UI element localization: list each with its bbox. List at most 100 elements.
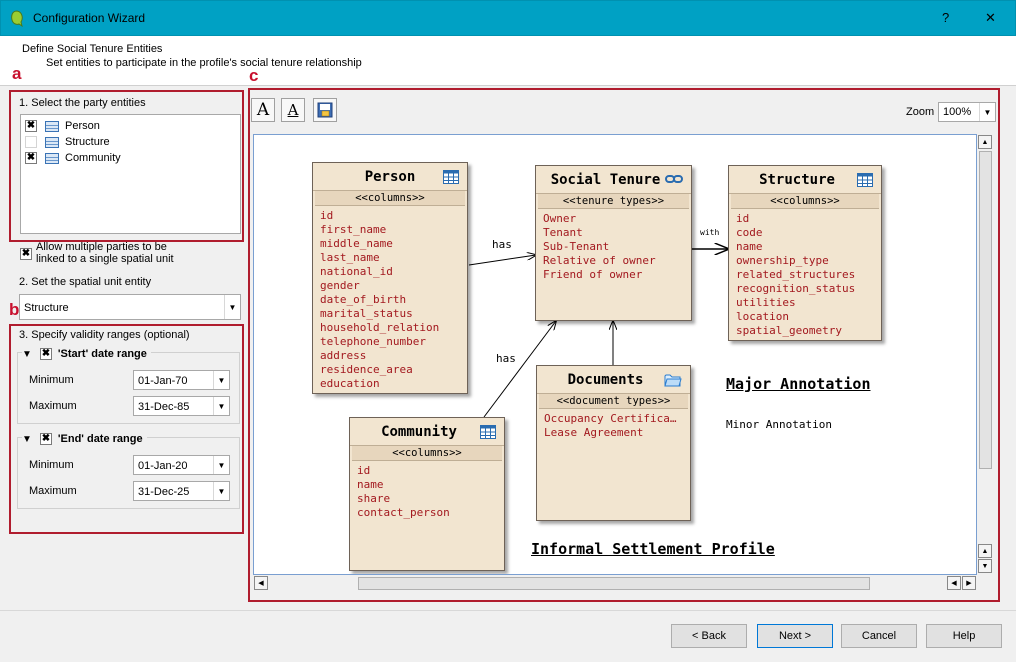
window-title: Configuration Wizard xyxy=(33,11,146,25)
entity-title: Community xyxy=(381,423,457,440)
entity-documents[interactable]: Documents <<document types>> Occupancy C… xyxy=(536,365,691,521)
entity-attribute: first_name xyxy=(320,223,387,236)
chevron-down-icon: ▼ xyxy=(224,295,240,319)
entity-attribute: Relative of owner xyxy=(543,254,656,267)
entity-stereotype: <<columns>> xyxy=(315,191,465,206)
chevron-down-icon: ▼ xyxy=(213,397,229,415)
entity-attribute: id xyxy=(736,212,750,225)
major-annotation[interactable]: Major Annotation xyxy=(726,375,871,393)
start-date-checkbox[interactable]: ✖ xyxy=(39,348,52,360)
annotation-box-a xyxy=(9,90,244,242)
add-major-annotation-button[interactable]: A xyxy=(251,98,275,122)
end-date-checkbox[interactable]: ✖ xyxy=(39,433,52,445)
start-date-group-header[interactable]: ▼ ✖ 'Start' date range xyxy=(22,348,151,360)
validity-section-label: 3. Specify validity ranges (optional) xyxy=(19,329,190,341)
scroll-down-icon[interactable]: ▼ xyxy=(978,559,992,573)
allow-multiple-parties-option[interactable]: ✖ Allow multiple parties to be linked to… xyxy=(20,241,186,265)
horizontal-scroll-thumb[interactable] xyxy=(358,577,870,590)
entity-title: Structure xyxy=(759,171,835,188)
has-label: has xyxy=(492,238,512,251)
spatial-unit-select[interactable]: Structure ▼ xyxy=(19,294,241,320)
scroll-left-icon[interactable]: ◀ xyxy=(254,576,268,590)
chevron-down-icon: ▼ xyxy=(213,482,229,500)
entity-attribute: id xyxy=(357,464,371,477)
party-item-community[interactable]: ✖ Community xyxy=(25,152,121,164)
entity-attribute: household_relation xyxy=(320,321,440,334)
annotation-box-b xyxy=(9,324,244,534)
party-item-person[interactable]: ✖ Person xyxy=(25,120,100,132)
minor-annotation[interactable]: Minor Annotation xyxy=(726,418,832,431)
annotation-a: a xyxy=(12,64,22,83)
collapse-arrow-icon[interactable]: ▼ xyxy=(22,348,32,360)
person-tenure-connector xyxy=(468,255,536,266)
vertical-scroll-thumb[interactable] xyxy=(979,151,992,469)
next-button[interactable]: Next > xyxy=(757,624,833,648)
start-max-date-input[interactable]: 31-Dec-85 ▼ xyxy=(133,396,230,416)
end-max-label: Maximum xyxy=(29,485,77,497)
zoom-select[interactable]: 100% ▼ xyxy=(938,102,996,122)
entity-stereotype: <<document types>> xyxy=(539,394,688,409)
back-button[interactable]: < Back xyxy=(671,624,747,648)
entity-attribute: related_structures xyxy=(736,268,856,281)
scroll-left-icon[interactable]: ◀ xyxy=(947,576,961,590)
entity-attribute: last_name xyxy=(320,251,380,264)
start-min-date-input[interactable]: 01-Jan-70 ▼ xyxy=(133,370,230,390)
add-minor-annotation-button[interactable]: A xyxy=(281,98,305,122)
export-image-button[interactable] xyxy=(313,98,337,122)
table-icon xyxy=(480,425,496,439)
chevron-down-icon: ▼ xyxy=(979,103,995,121)
annotation-box-c xyxy=(248,88,1000,602)
help-button[interactable]: Help xyxy=(926,624,1002,648)
entity-attribute: recognition_status xyxy=(736,282,856,295)
horizontal-scrollbar[interactable]: ◀ ◀ ▶ xyxy=(253,575,977,592)
entity-attribute: name xyxy=(736,240,763,253)
help-title-button[interactable]: ? xyxy=(942,10,950,25)
structure-checkbox[interactable] xyxy=(25,136,37,148)
entity-attribute: middle_name xyxy=(320,237,393,250)
table-icon xyxy=(45,136,59,148)
save-image-icon xyxy=(317,102,333,118)
end-max-date-input[interactable]: 31-Dec-25 ▼ xyxy=(133,481,230,501)
cancel-button[interactable]: Cancel xyxy=(841,624,917,648)
page-title: Define Social Tenure Entities xyxy=(22,43,163,55)
party-item-structure[interactable]: Structure xyxy=(25,134,110,150)
entity-attribute: address xyxy=(320,349,367,362)
community-checkbox[interactable]: ✖ xyxy=(25,152,37,164)
scroll-right-icon[interactable]: ▶ xyxy=(962,576,976,590)
allow-multiple-checkbox[interactable]: ✖ xyxy=(20,248,32,260)
entity-attribute: Lease Agreement xyxy=(544,426,644,439)
text-a-icon: A xyxy=(256,100,270,120)
entity-attribute: telephone_number xyxy=(320,335,426,348)
close-icon[interactable]: ✕ xyxy=(985,10,996,25)
scroll-up-icon[interactable]: ▲ xyxy=(978,544,992,558)
entity-attribute: Tenant xyxy=(543,226,583,239)
footer-divider xyxy=(0,610,1016,611)
person-checkbox[interactable]: ✖ xyxy=(25,120,37,132)
entity-title: Person xyxy=(364,168,416,185)
end-min-label: Minimum xyxy=(29,459,74,471)
scroll-up-icon[interactable]: ▲ xyxy=(978,135,992,149)
with-label: with xyxy=(700,228,720,237)
entity-attribute: Sub-Tenant xyxy=(543,240,610,253)
end-date-group-header[interactable]: ▼ ✖ 'End' date range xyxy=(22,433,147,445)
entity-attribute: education xyxy=(320,377,380,390)
entity-attribute: gender xyxy=(320,279,360,292)
vertical-scrollbar[interactable]: ▲ ▲ ▼ xyxy=(977,134,994,575)
has-label: has xyxy=(496,352,516,365)
annotation-b: b xyxy=(9,300,20,319)
allow-multiple-label: Allow multiple parties to be linked to a… xyxy=(36,241,174,265)
entity-attribute: marital_status xyxy=(320,307,413,320)
end-min-date-input[interactable]: 01-Jan-20 ▼ xyxy=(133,455,230,475)
collapse-arrow-icon[interactable]: ▼ xyxy=(22,433,32,445)
entity-attribute: date_of_birth xyxy=(320,293,407,306)
table-icon xyxy=(857,173,873,187)
entity-stereotype: <<columns>> xyxy=(731,194,879,209)
profile-title-annotation[interactable]: Informal Settlement Profile xyxy=(531,540,775,558)
